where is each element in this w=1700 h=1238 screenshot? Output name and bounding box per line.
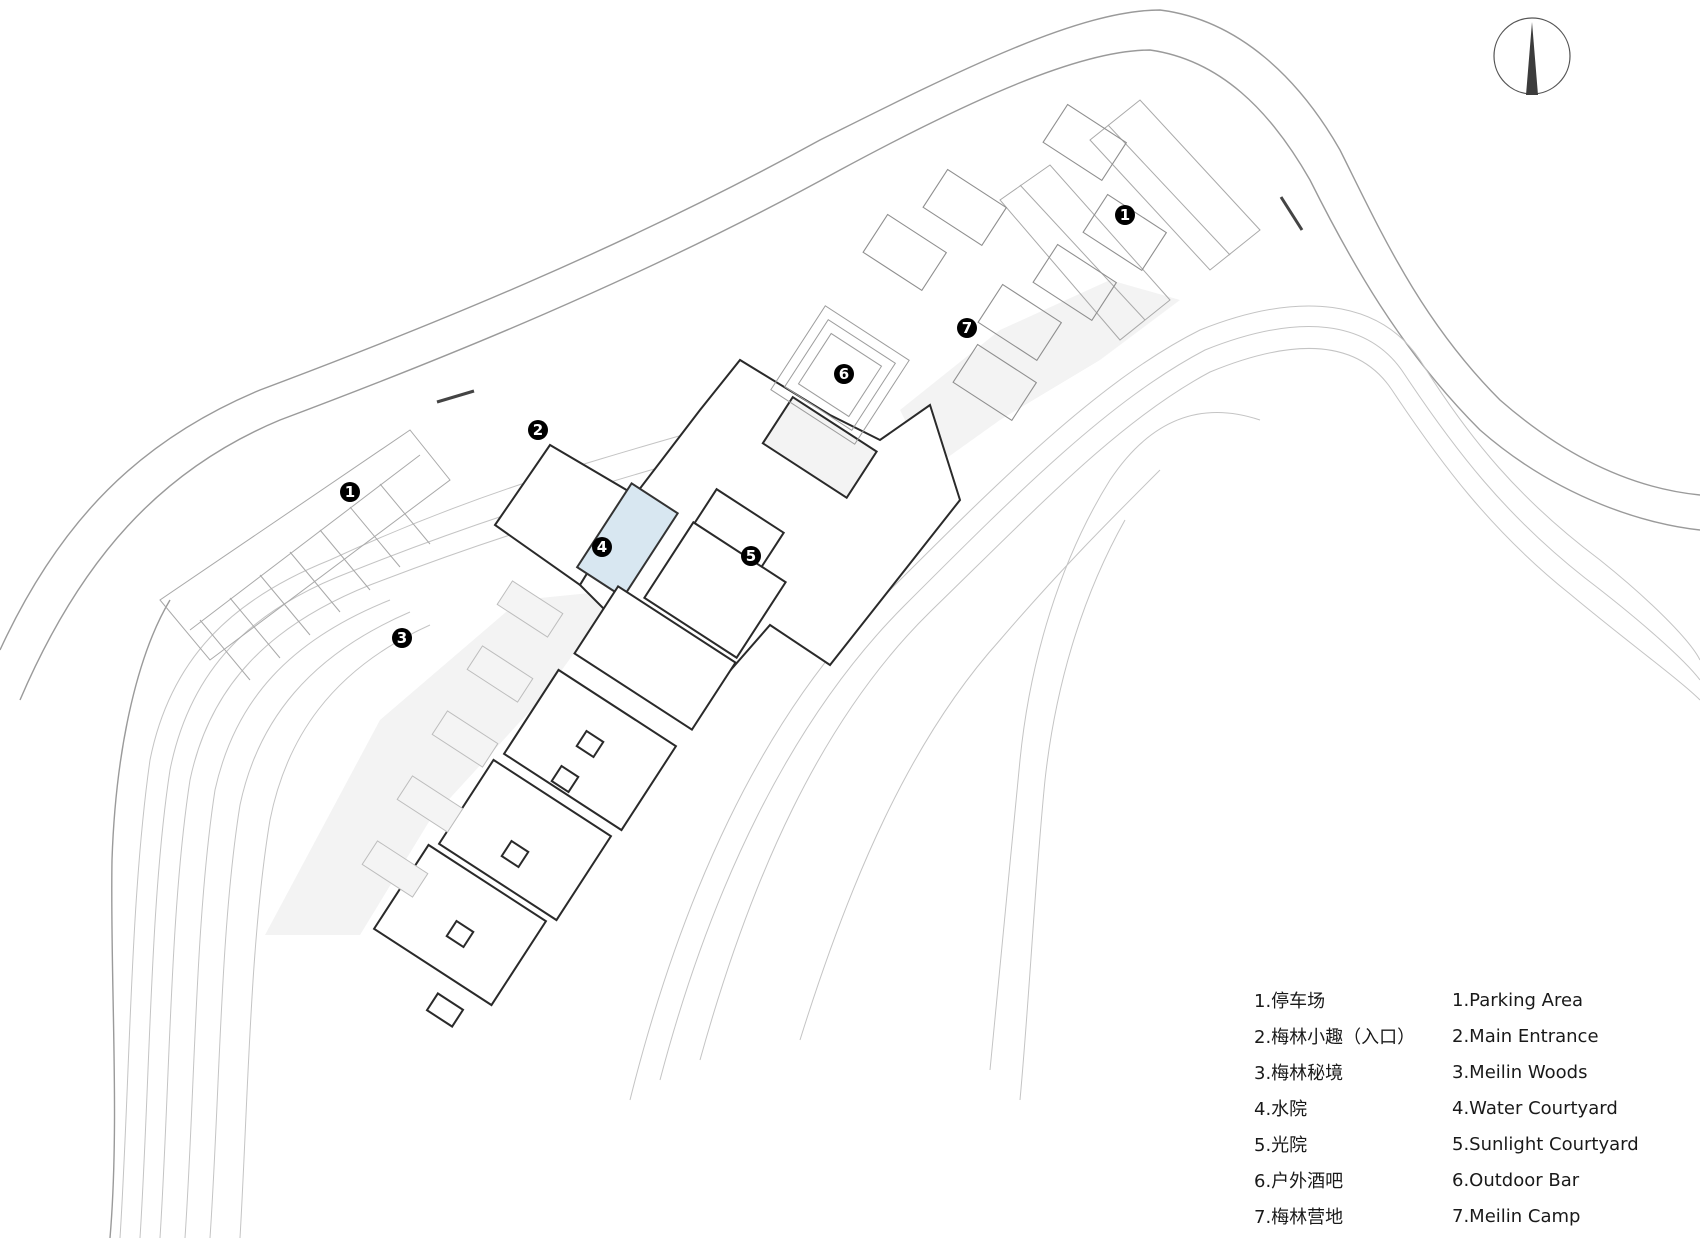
- legend-label-en: 2.Main Entrance: [1452, 1025, 1599, 1047]
- marker-circle: [1115, 205, 1135, 225]
- legend-label-cn: 3.梅林秘境: [1254, 1063, 1344, 1084]
- legend-label-en: 5.Sunlight Courtyard: [1452, 1133, 1639, 1155]
- marker-label: 1: [345, 483, 355, 501]
- main-building: [493, 358, 962, 707]
- outdoor-bar: [770, 305, 910, 445]
- markers-layer: 1 1 2 3 4 5 6 7: [340, 205, 1135, 648]
- marker-circle: [528, 420, 548, 440]
- legend-label-cn: 7.梅林营地: [1254, 1207, 1344, 1228]
- marker-label: 7: [962, 319, 972, 337]
- marker-circle: [834, 364, 854, 384]
- marker-4: 4: [592, 537, 612, 557]
- legend-label-cn: 1.停车场: [1254, 991, 1326, 1012]
- legend: 1.停车场 1.Parking Area 2.梅林小趣（入口） 2.Main Entr…: [1254, 982, 1674, 1234]
- legend-row: 1.停车场 1.Parking Area: [1254, 982, 1674, 1018]
- gate-marks: [436, 196, 1304, 404]
- legend-row: 4.水院 4.Water Courtyard: [1254, 1090, 1674, 1126]
- contour-lines: [119, 305, 1700, 1238]
- legend-row: 7.梅林营地 7.Meilin Camp: [1254, 1198, 1674, 1234]
- legend-row: 5.光院 5.Sunlight Courtyard: [1254, 1126, 1674, 1162]
- marker-3: 3: [392, 628, 412, 648]
- north-arrow-icon: [1493, 17, 1571, 95]
- legend-label-en: 7.Meilin Camp: [1452, 1205, 1581, 1227]
- legend-label-cn: 6.户外酒吧: [1254, 1171, 1344, 1192]
- marker-1: 1: [340, 482, 360, 502]
- legend-label-cn: 4.水院: [1254, 1099, 1308, 1120]
- marker-7: 7: [957, 318, 977, 338]
- parking-area-east: [999, 99, 1261, 341]
- legend-label-cn: 5.光院: [1254, 1135, 1308, 1156]
- marker-label: 4: [597, 538, 607, 556]
- marker-1b: 1: [1115, 205, 1135, 225]
- marker-circle: [340, 482, 360, 502]
- marker-2: 2: [528, 420, 548, 440]
- marker-label: 1: [1120, 206, 1130, 224]
- terraces: [361, 580, 564, 898]
- legend-row: 3.梅林秘境 3.Meilin Woods: [1254, 1054, 1674, 1090]
- marker-label: 2: [533, 421, 543, 439]
- guest-room-wing: [372, 584, 737, 1028]
- ground-shading: [265, 280, 1180, 935]
- marker-circle: [741, 546, 761, 566]
- legend-label-en: 4.Water Courtyard: [1452, 1097, 1618, 1119]
- legend-label-en: 6.Outdoor Bar: [1452, 1169, 1580, 1191]
- site-boundary: [0, 9, 1700, 1238]
- marker-label: 5: [746, 547, 756, 565]
- marker-circle: [592, 537, 612, 557]
- legend-row: 2.梅林小趣（入口） 2.Main Entrance: [1254, 1018, 1674, 1054]
- legend-label-en: 3.Meilin Woods: [1452, 1061, 1588, 1083]
- legend-label-cn: 2.梅林小趣（入口）: [1254, 1027, 1416, 1048]
- marker-circle: [392, 628, 412, 648]
- legend-row: 6.户外酒吧 6.Outdoor Bar: [1254, 1162, 1674, 1198]
- marker-label: 3: [397, 629, 407, 647]
- camp-pods: [862, 103, 1168, 422]
- parking-area-west: [159, 429, 451, 681]
- marker-6: 6: [834, 364, 854, 384]
- marker-label: 6: [839, 365, 849, 383]
- marker-5: 5: [741, 546, 761, 566]
- legend-label-en: 1.Parking Area: [1452, 989, 1584, 1011]
- marker-circle: [957, 318, 977, 338]
